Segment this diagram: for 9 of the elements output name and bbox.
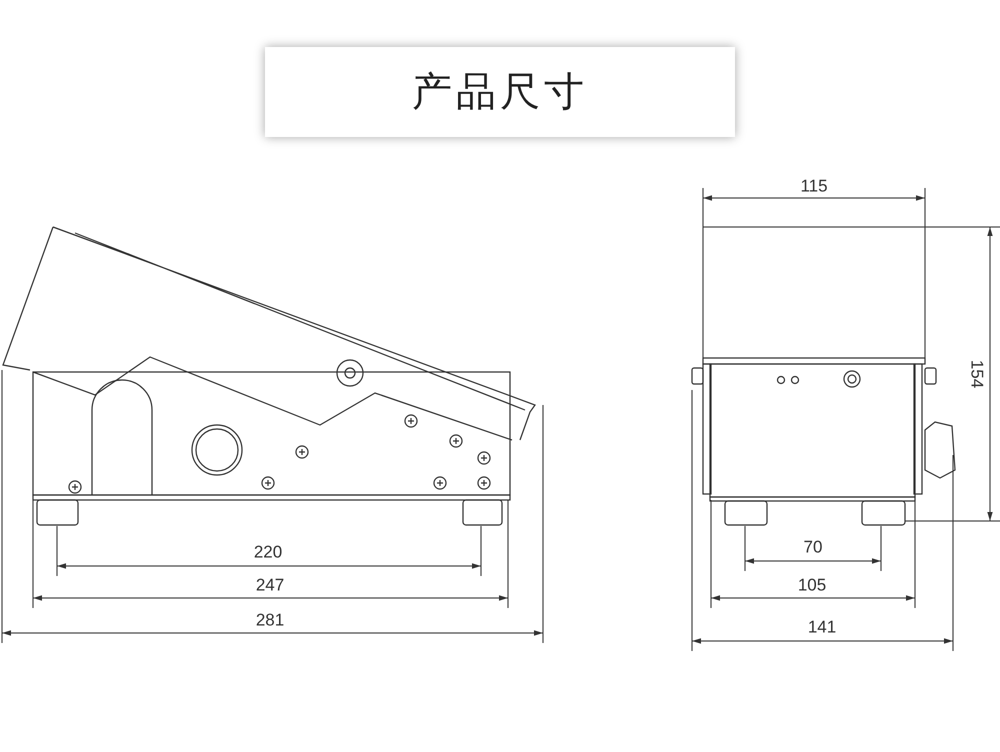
dimension-label: 220	[254, 544, 282, 560]
dimension-label: 105	[798, 576, 826, 594]
dimension-label: 247	[256, 576, 284, 594]
dimension-label: 281	[256, 612, 284, 628]
dimension-label: 70	[804, 538, 822, 556]
dimension-label: 154	[968, 360, 986, 388]
dimension-label: 141	[808, 618, 836, 636]
dimension-label: 115	[800, 178, 828, 194]
title-banner: 产品尺寸	[265, 47, 735, 137]
